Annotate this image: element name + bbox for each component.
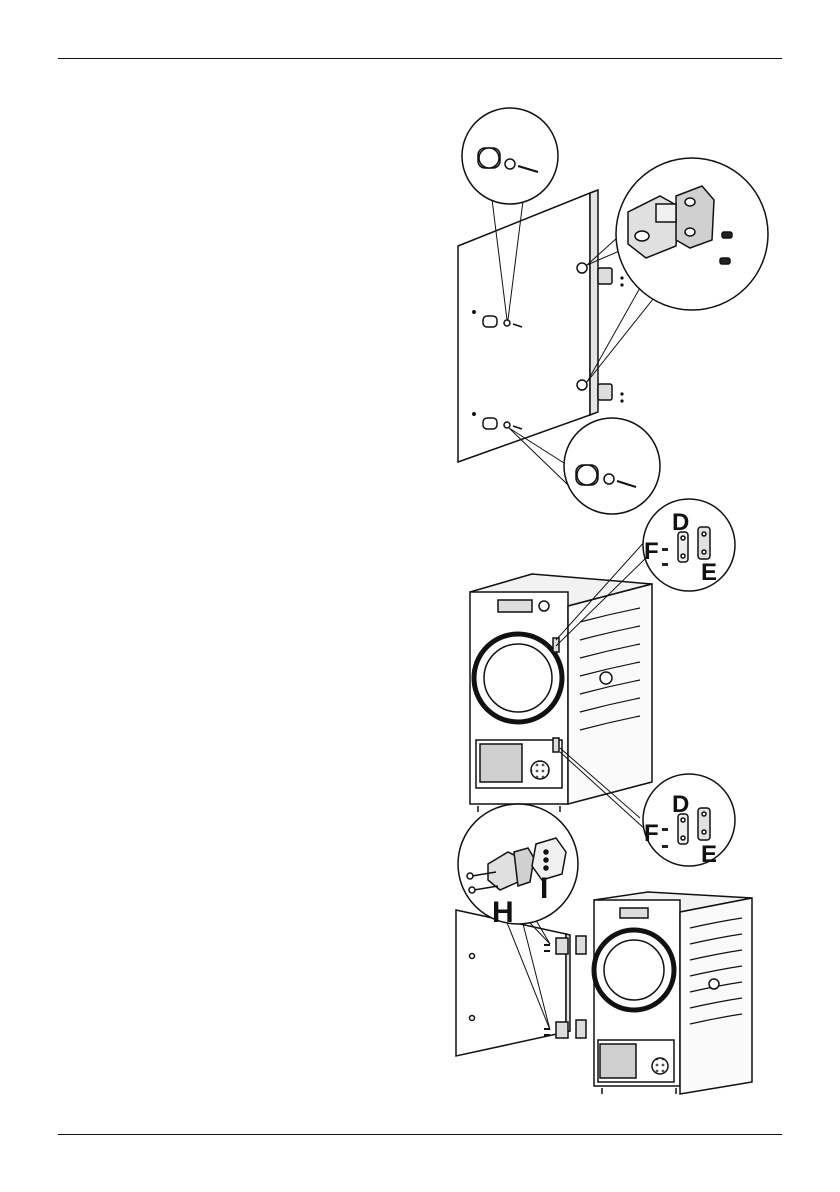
door-panel-icon bbox=[458, 193, 590, 462]
label-e-top: E bbox=[701, 559, 717, 586]
hinge-icon bbox=[598, 268, 612, 400]
label-d-bottom: D bbox=[672, 791, 689, 818]
label-f-top: F bbox=[644, 538, 659, 565]
dryer-icon bbox=[594, 892, 752, 1094]
magnet-plate-icon bbox=[532, 838, 566, 880]
label-d-top: D bbox=[672, 509, 689, 536]
label-e-bottom: E bbox=[701, 841, 717, 868]
label-i: I bbox=[540, 872, 548, 905]
door-panel-diagram bbox=[458, 108, 768, 514]
label-h: H bbox=[492, 896, 514, 929]
dryer-icon bbox=[470, 574, 652, 812]
label-f-bottom: F bbox=[644, 820, 659, 847]
